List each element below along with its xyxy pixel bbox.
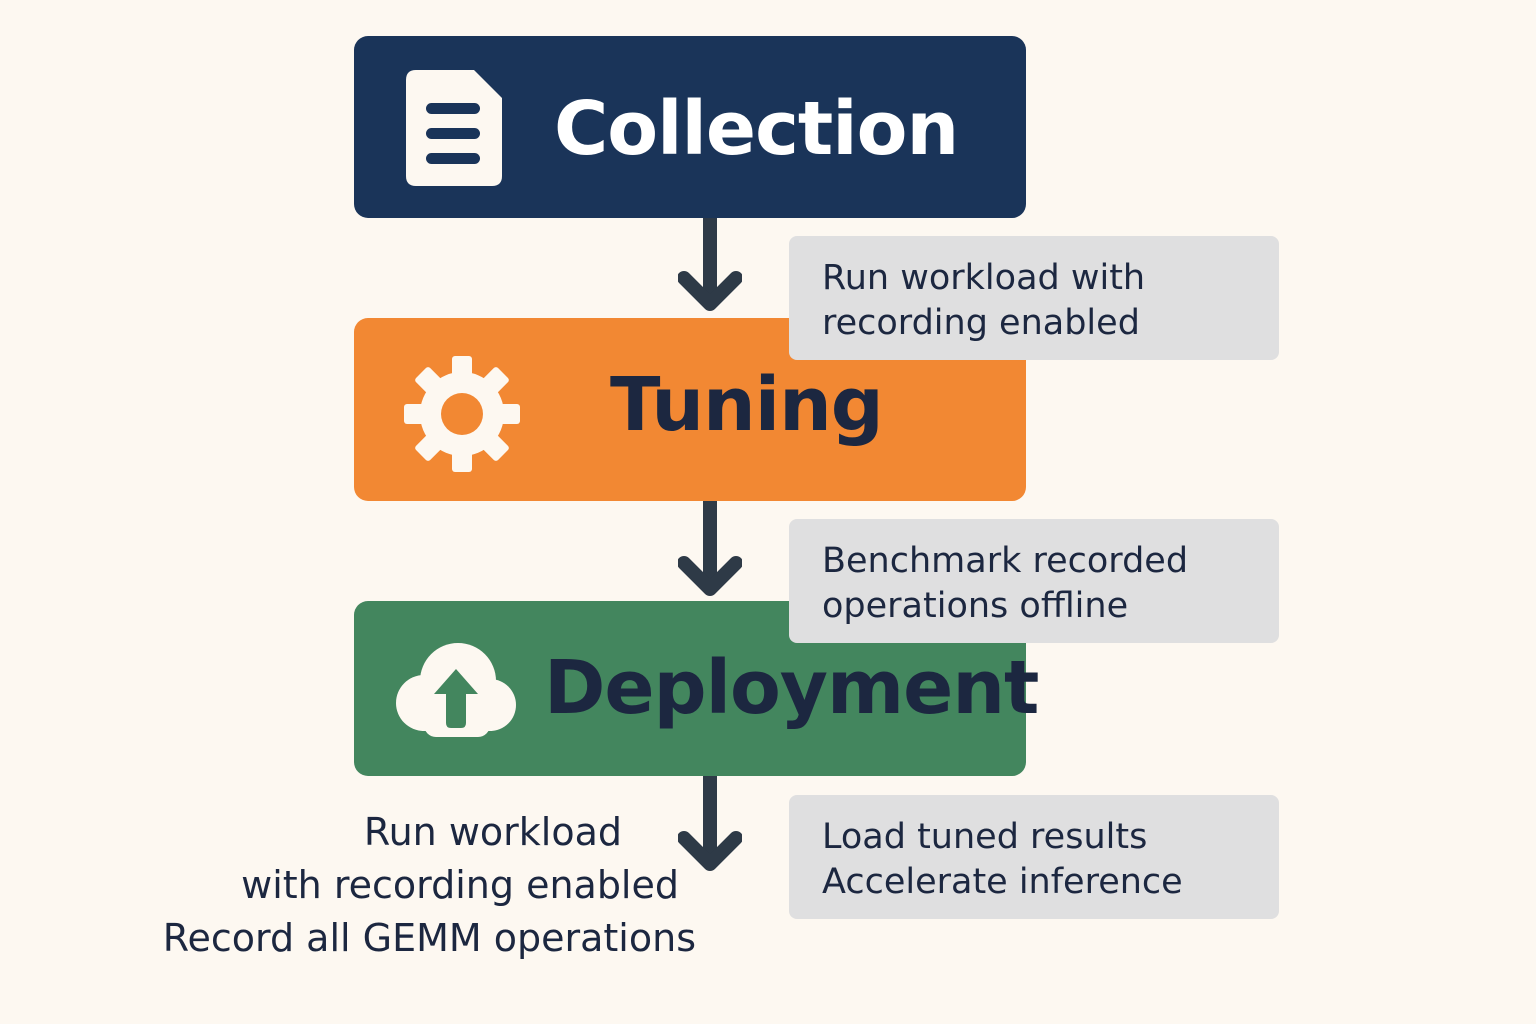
stage-collection: Collection <box>354 36 1026 218</box>
gear-icon <box>404 356 520 472</box>
note-deployment: Load tuned results Accelerate inference <box>789 795 1279 919</box>
note-line: recording enabled <box>822 303 1140 343</box>
connector-arrow-collection-to-tuning <box>678 218 742 311</box>
caption-line: Record all GEMM operations <box>162 916 696 960</box>
stage-title-tuning: Tuning <box>610 362 884 448</box>
note-line: Accelerate inference <box>822 862 1183 902</box>
caption-line: with recording enabled <box>241 863 679 907</box>
caption-line: Run workload <box>363 810 622 854</box>
note-tuning: Benchmark recorded operations offline <box>789 519 1279 643</box>
connector-arrow-tuning-to-deployment <box>678 501 742 596</box>
stage-title-deployment: Deployment <box>544 645 1039 731</box>
note-collection: Run workload with recording enabled <box>789 236 1279 360</box>
document-icon <box>406 70 502 186</box>
note-line: Run workload with <box>822 258 1146 298</box>
note-line: Load tuned results <box>822 817 1148 857</box>
caption: Run workload with recording enabled Reco… <box>163 806 696 965</box>
stage-title-collection: Collection <box>554 86 959 172</box>
connector-arrow-deployment-out <box>678 776 742 871</box>
note-line: Benchmark recorded <box>822 541 1189 581</box>
note-line: operations offline <box>822 586 1129 626</box>
cloud-upload-icon <box>396 643 516 737</box>
